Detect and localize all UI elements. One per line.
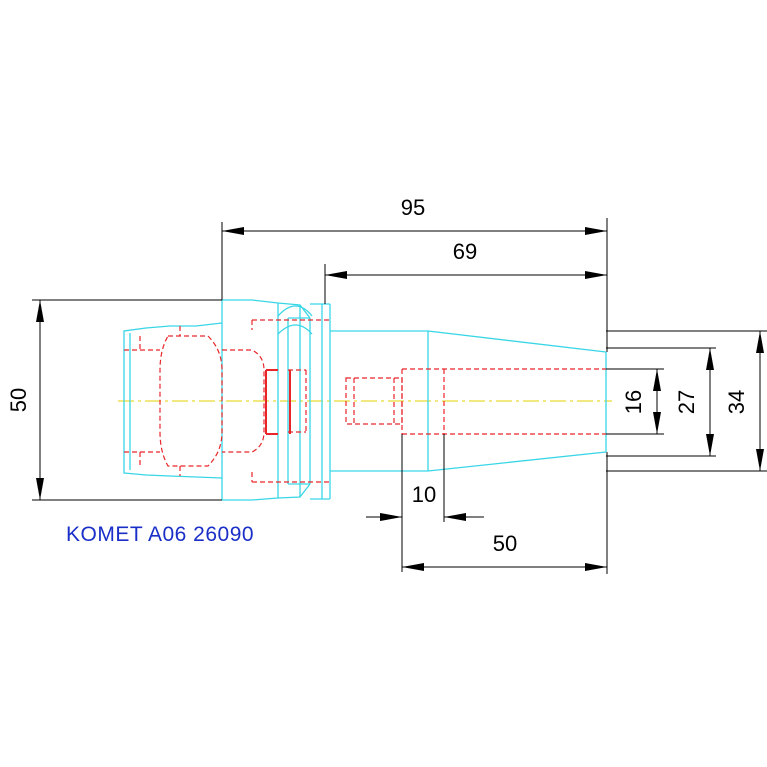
flange-outline xyxy=(222,299,331,501)
dimension-95-label: 95 xyxy=(401,195,425,220)
clamp-screw xyxy=(265,369,291,435)
dimension-diameter-27: 27 xyxy=(606,347,716,457)
dimension-bore-depth-label: 50 xyxy=(493,531,517,556)
dimension-bore-depth: 50 xyxy=(402,452,608,574)
dimension-height-label: 50 xyxy=(6,388,31,412)
dimension-thread-offset: 10 xyxy=(366,434,484,572)
dimension-16-label: 16 xyxy=(621,390,646,414)
dimension-height: 50 xyxy=(6,299,222,501)
dimension-diameter-16: 16 xyxy=(606,368,664,435)
dimension-10-label: 10 xyxy=(412,482,436,507)
dimension-69-label: 69 xyxy=(453,239,477,264)
dimension-27-label: 27 xyxy=(674,390,699,414)
hidden-lines xyxy=(124,319,606,483)
dimension-shank-length: 69 xyxy=(324,239,607,304)
dimension-diameter-34: 34 xyxy=(606,330,767,472)
part-label: KOMET A06 26090 xyxy=(66,523,254,546)
dimension-overall-length: 95 xyxy=(221,195,608,352)
dimension-34-label: 34 xyxy=(724,390,749,414)
taper-outline xyxy=(123,300,223,500)
